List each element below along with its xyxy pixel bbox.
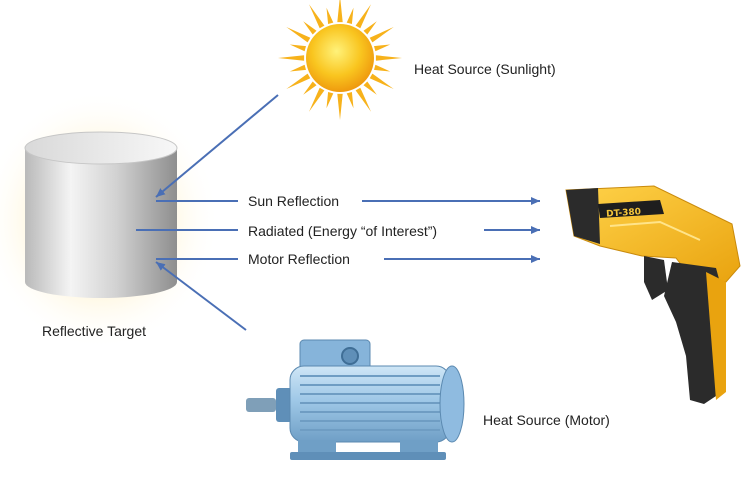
cylinder-target-icon xyxy=(24,131,178,298)
sun-ray xyxy=(337,93,343,120)
sun-ray xyxy=(337,0,343,23)
sun-ray xyxy=(374,64,391,72)
thermometer-model-text: DT-380 xyxy=(606,207,641,219)
sun-icon xyxy=(278,0,402,120)
sun-ray xyxy=(346,92,354,109)
label-radiated-energy: Radiated (Energy “of Interest”) xyxy=(248,223,438,239)
sun-ray xyxy=(363,81,377,95)
sun-ray xyxy=(355,87,371,112)
sun-ray xyxy=(369,73,394,89)
sun-ray xyxy=(309,4,325,29)
arrow-sunlight-incident xyxy=(155,94,279,198)
sun-ray xyxy=(289,64,306,72)
sun-ray xyxy=(346,7,354,25)
sun-ray xyxy=(309,87,325,112)
label-reflective-target: Reflective Target xyxy=(42,323,147,339)
sun-ray xyxy=(286,73,311,89)
label-heat-source-sunlight: Heat Source (Sunlight) xyxy=(414,61,556,77)
label-heat-source-motor: Heat Source (Motor) xyxy=(483,412,610,428)
sun-ray xyxy=(355,4,371,29)
sun-ray xyxy=(369,27,394,43)
sun-ray xyxy=(278,55,305,61)
ir-thermometer-icon: DT-380 xyxy=(565,185,741,404)
arrow-motor-incident xyxy=(155,261,247,331)
sun-ray xyxy=(374,44,391,52)
sun-ray xyxy=(303,81,317,95)
sun-ray xyxy=(289,44,306,52)
sun-ray xyxy=(303,21,317,35)
electric-motor-icon xyxy=(246,339,465,460)
sun-ray xyxy=(326,92,334,109)
sun-ray xyxy=(286,27,311,43)
sun-ray xyxy=(363,21,377,35)
sun-ray xyxy=(375,55,402,61)
label-motor-reflection: Motor Reflection xyxy=(248,251,350,267)
sun-ray xyxy=(326,7,334,25)
label-sun-reflection: Sun Reflection xyxy=(248,193,340,209)
